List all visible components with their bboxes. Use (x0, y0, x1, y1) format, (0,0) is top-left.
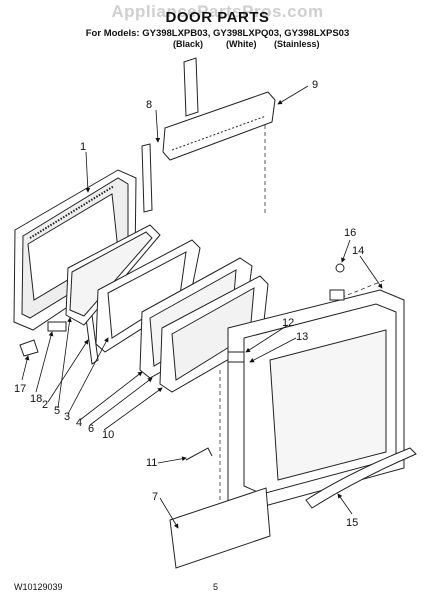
callout-6: 6 (88, 423, 94, 435)
callout-10: 10 (102, 429, 114, 441)
inner-glass-assembly (139, 257, 269, 393)
model-list: For Models: GY398LXPB03, GY398LXPQ03, GY… (85, 28, 350, 39)
document-number: W10129039 (14, 582, 63, 592)
callout-4: 4 (76, 417, 82, 429)
callout-13: 13 (296, 331, 308, 343)
callout-15: 15 (346, 517, 358, 529)
vent-piece (47, 321, 67, 332)
callout-8: 8 (146, 99, 152, 111)
callout-5: 5 (54, 405, 60, 417)
callout-3: 3 (64, 411, 70, 423)
top-trim (162, 91, 276, 161)
callout-17: 17 (14, 383, 26, 395)
callout-18: 18 (30, 393, 42, 405)
latch-assembly (227, 263, 345, 363)
callout-11: 11 (146, 457, 157, 469)
callout-16: 16 (344, 227, 356, 239)
bottom-panel (169, 487, 271, 569)
callout-12: 12 (282, 317, 294, 329)
page-number: 5 (213, 582, 219, 592)
variant-black: (Black) (173, 39, 204, 49)
retainer-clip (185, 447, 213, 461)
door-liner (227, 289, 405, 511)
variant-stainless: (Stainless) (274, 39, 320, 49)
variant-white: (White) (226, 39, 257, 49)
leader-lines (21, 85, 383, 529)
callout-14: 14 (352, 245, 364, 257)
callout-9: 9 (312, 79, 318, 91)
side-bracket (141, 57, 199, 213)
door-handle (305, 447, 417, 509)
watermark: AppliancePartsPros.com (111, 2, 324, 21)
outer-door-panel (13, 169, 137, 331)
clip-part (19, 339, 39, 357)
callout-2: 2 (42, 399, 48, 411)
callout-7: 7 (152, 491, 158, 503)
page-title: DOOR PARTS (165, 9, 270, 26)
callout-1: 1 (80, 141, 86, 153)
